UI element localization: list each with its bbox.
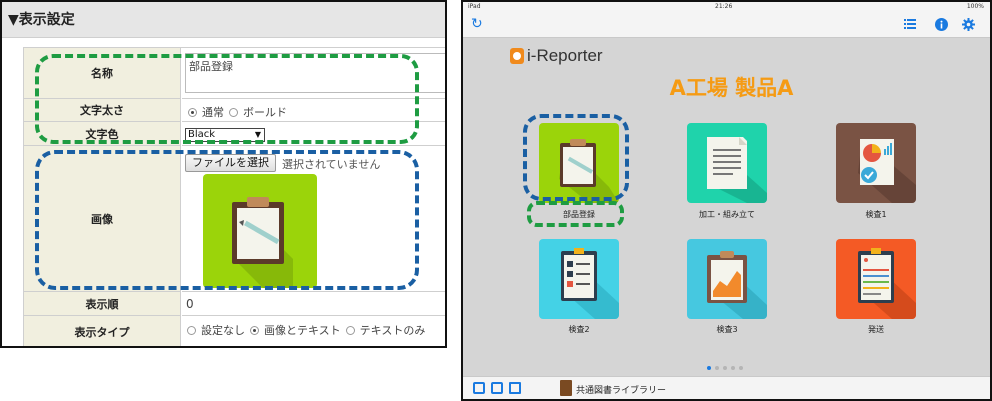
shipping-form-icon (858, 248, 916, 319)
tile-inspection-2[interactable] (539, 239, 619, 319)
tile-label-inspection-1: 検査1 (865, 210, 887, 219)
font-weight-cell: 通常 ボールド (182, 99, 445, 122)
tile-label-shipping: 発送 (868, 325, 884, 334)
clipboard-pencil-icon (203, 174, 317, 288)
shared-library-label[interactable]: 共通図書ライブラリー (576, 386, 667, 396)
highlight-green-name (35, 54, 419, 144)
highlight-green-tile-label (527, 201, 624, 227)
page-dot[interactable] (739, 366, 743, 370)
device-label: iPad (468, 3, 481, 10)
status-bar: iPad 21:26 100% (463, 2, 990, 12)
tile-label-inspection-3: 検査3 (716, 325, 738, 334)
font-weight-bold-radio[interactable] (229, 107, 238, 117)
logo-mark-icon (510, 48, 524, 64)
font-weight-normal-label: 通常 (202, 106, 224, 119)
tile-parts-registration[interactable] (539, 123, 619, 203)
font-weight-normal-radio[interactable] (188, 107, 197, 117)
calendar-icon[interactable] (491, 382, 503, 394)
display-type-text-only-radio[interactable] (345, 325, 355, 335)
display-order-cell: 0 (182, 292, 445, 316)
font-weight-bold-label: ボールド (243, 106, 287, 119)
refresh-icon[interactable]: ↻ (471, 16, 483, 32)
display-type-label: 表示タイプ (24, 316, 181, 346)
display-settings-panel: ▼表示設定 名称 部品登録 文字太さ 通常 ボールド 文字色 Black ▼ 画… (0, 0, 447, 348)
book-icon[interactable] (560, 380, 572, 396)
tile-label-inspection-2: 検査2 (568, 325, 590, 334)
name-input-value: 部品登録 (189, 60, 233, 73)
tile-shipping[interactable] (836, 239, 916, 319)
status-time: 21:26 (715, 3, 733, 10)
highlight-blue-tile-icon (523, 114, 629, 201)
document-lines-icon (707, 137, 767, 203)
page-dot[interactable] (723, 366, 727, 370)
document-icon[interactable] (509, 382, 521, 394)
display-type-image-text-radio[interactable] (250, 325, 259, 335)
page-dot[interactable] (731, 366, 735, 370)
app-logo: i-Reporter (510, 46, 603, 66)
image-label: 画像 (24, 146, 181, 292)
checklist-icon (561, 248, 619, 319)
section-header[interactable]: ▼表示設定 (2, 2, 445, 38)
info-icon[interactable] (935, 18, 948, 31)
display-type-cell: 設定なし 画像とテキスト テキストのみ (182, 316, 445, 346)
display-type-none-label: 設定なし (201, 324, 245, 337)
clipboard-chart-icon (707, 251, 767, 319)
page-dot[interactable] (715, 366, 719, 370)
report-chart-check-icon (858, 139, 916, 203)
display-order-label: 表示順 (24, 292, 181, 316)
chevron-down-icon: ▼ (254, 130, 261, 139)
clipboard-pencil-icon (559, 139, 619, 203)
font-weight-label: 文字太さ (24, 99, 181, 122)
gear-icon[interactable] (962, 18, 975, 31)
choose-file-button[interactable]: ファイルを選択 (185, 154, 276, 172)
name-input[interactable]: 部品登録 (185, 53, 445, 93)
page-title: A工場 製品A (669, 76, 794, 100)
section-title: ▼表示設定 (8, 12, 75, 28)
table-view-icon[interactable] (473, 382, 485, 394)
tile-processing-assembly[interactable] (687, 123, 767, 203)
app-name: i-Reporter (527, 46, 603, 65)
display-type-image-text-label: 画像とテキスト (264, 324, 341, 337)
tile-inspection-1[interactable] (836, 123, 916, 203)
font-color-value: Black (188, 129, 216, 140)
battery-status: 100% (966, 3, 984, 10)
page-indicator[interactable] (707, 366, 743, 370)
font-weight-options: 通常 ボールド (188, 104, 287, 120)
display-type-none-radio[interactable] (187, 325, 196, 335)
tile-label-processing-assembly: 加工・組み立て (699, 210, 755, 219)
file-status: 選択されていません (282, 158, 381, 171)
display-type-options: 設定なし 画像とテキスト テキストのみ (187, 322, 425, 338)
tile-inspection-3[interactable] (687, 239, 767, 319)
display-type-text-only-label: テキストのみ (359, 324, 426, 337)
display-order-value[interactable]: 0 (186, 297, 194, 311)
page-dot-active[interactable] (707, 366, 711, 370)
list-icon[interactable] (904, 19, 916, 30)
settings-table (23, 47, 445, 346)
navigation-bar: ↻ (463, 12, 990, 38)
tile-label-parts-registration: 部品登録 (563, 210, 595, 219)
ipad-screen: iPad 21:26 100% ↻ i-Reporter A工場 製品A (461, 0, 992, 401)
bottom-toolbar: 共通図書ライブラリー (463, 376, 990, 399)
highlight-blue-image (35, 150, 419, 290)
